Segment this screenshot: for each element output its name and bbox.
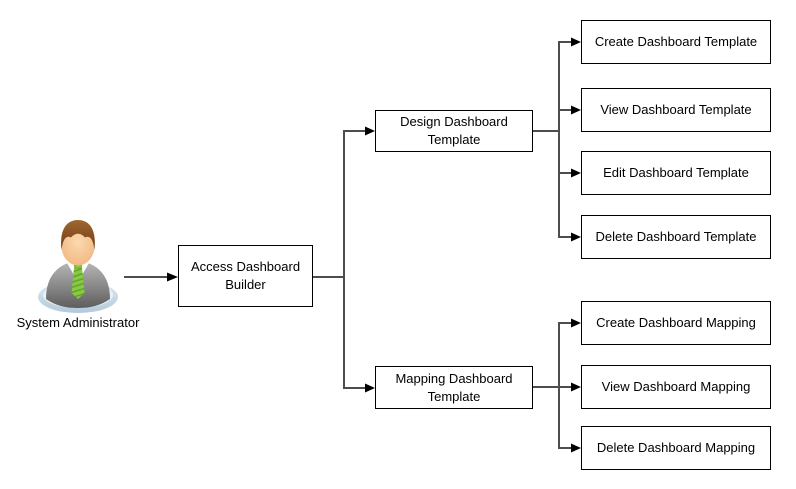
- node-mapping-dashboard-template: Mapping Dashboard Template: [375, 366, 533, 409]
- actor-label: System Administrator: [16, 315, 140, 330]
- node-edit-dashboard-template: Edit Dashboard Template: [581, 151, 771, 195]
- node-create-dashboard-template: Create Dashboard Template: [581, 20, 771, 64]
- node-design-dashboard-template: Design Dashboard Template: [375, 110, 533, 152]
- node-view-dashboard-template: View Dashboard Template: [581, 88, 771, 132]
- node-create-dashboard-mapping: Create Dashboard Mapping: [581, 301, 771, 345]
- node-delete-dashboard-mapping: Delete Dashboard Mapping: [581, 426, 771, 470]
- node-access-dashboard-builder: Access Dashboard Builder: [178, 245, 313, 307]
- node-delete-dashboard-template: Delete Dashboard Template: [581, 215, 771, 259]
- node-view-dashboard-mapping: View Dashboard Mapping: [581, 365, 771, 409]
- system-administrator-icon: [38, 220, 118, 313]
